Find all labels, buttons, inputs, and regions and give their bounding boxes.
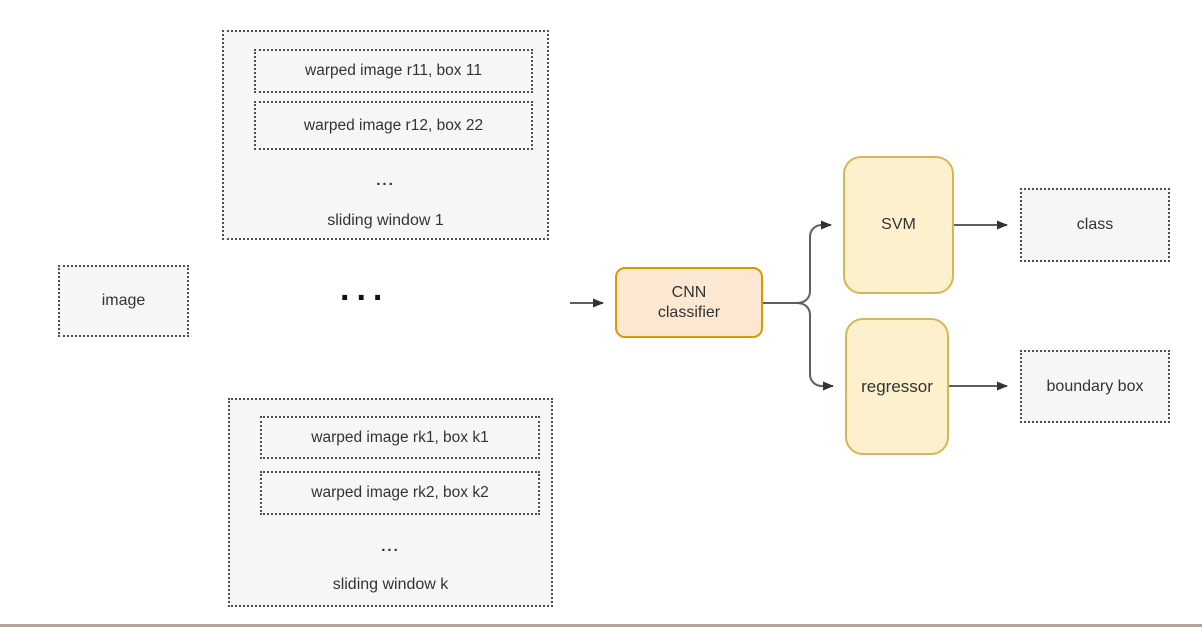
boundary-box-output-label: boundary box (1046, 377, 1144, 395)
sliding-window-k-group: warped image rk1, box k1 warped image rk… (228, 398, 553, 607)
sliding-window-1-group: warped image r11, box 11 warped image r1… (222, 30, 549, 240)
image-node-label: image (101, 292, 146, 309)
sliding-window-1-ellipsis: ... (376, 172, 395, 189)
sliding-window-k-ellipsis: ... (381, 538, 400, 555)
between-windows-ellipsis: ... (340, 270, 390, 308)
warped-image-r12-node: warped image r12, box 22 (254, 101, 533, 150)
svm-label: SVM (881, 216, 916, 233)
class-output-label: class (1076, 216, 1114, 233)
class-output-node: class (1020, 188, 1170, 262)
warped-image-rk1-node: warped image rk1, box k1 (260, 416, 540, 459)
warped-image-r11-label: warped image r11, box 11 (305, 62, 482, 79)
warped-image-rk2-label: warped image rk2, box k2 (311, 484, 489, 501)
sliding-window-1-label: sliding window 1 (327, 212, 444, 229)
cnn-to-svm-arrow (796, 220, 832, 304)
image-node: image (58, 265, 189, 337)
svm-node: SVM (843, 156, 954, 294)
warped-image-rk1-label: warped image rk1, box k1 (311, 428, 489, 446)
sliding-window-k-label: sliding window k (332, 576, 449, 593)
warped-image-rk2-node: warped image rk2, box k2 (260, 471, 540, 515)
regressor-node: regressor (845, 318, 949, 455)
cnn-classifier-line1: CNN (671, 283, 707, 301)
cnn-classifier-line2: classifier (657, 303, 721, 321)
warped-image-r12-label: warped image r12, box 22 (303, 116, 484, 134)
regressor-label: regressor (861, 376, 933, 396)
cnn-to-regressor-arrow (796, 302, 834, 391)
boundary-box-output-node: boundary box (1020, 350, 1170, 423)
bottom-progress-line (0, 624, 1202, 627)
cnn-classifier-node: CNN classifier (615, 267, 763, 338)
warped-image-r11-node: warped image r11, box 11 (254, 49, 533, 93)
